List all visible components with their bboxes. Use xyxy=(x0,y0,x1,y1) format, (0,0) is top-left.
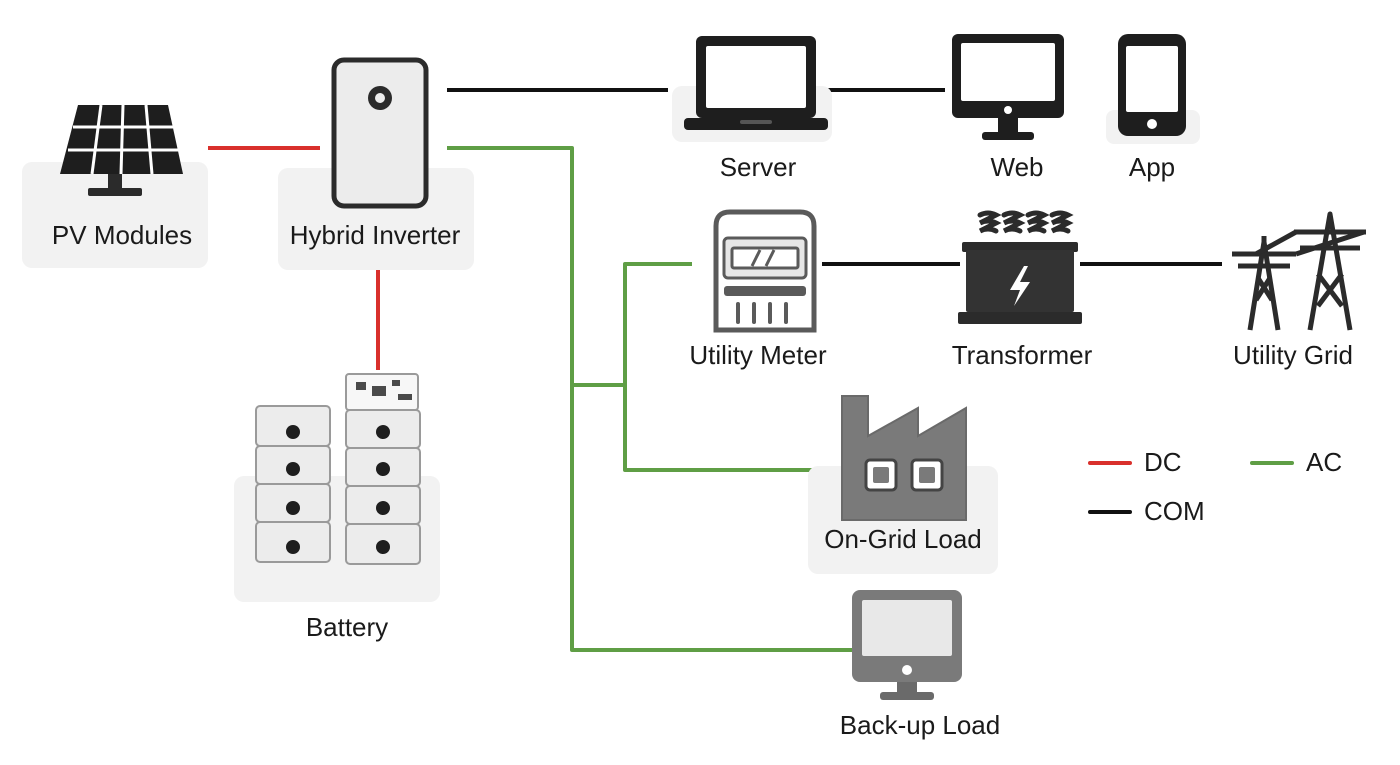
inverter-icon xyxy=(331,57,429,209)
power-tower-icon xyxy=(1232,211,1366,331)
label-transformer: Transformer xyxy=(951,340,1093,370)
legend-ac-label: AC xyxy=(1306,447,1343,477)
display-icon xyxy=(852,590,962,700)
wire-ac-inverter-backup xyxy=(447,146,858,652)
factory-icon xyxy=(841,395,967,521)
legend-dc: DC xyxy=(1088,447,1182,478)
legend-com: COM xyxy=(1088,496,1205,527)
label-back-up-load: Back-up Load xyxy=(839,710,1001,740)
label-server: Server xyxy=(719,152,797,182)
legend-com-label: COM xyxy=(1144,496,1205,526)
label-battery: Battery xyxy=(305,612,389,642)
label-hybrid-inverter: Hybrid Inverter xyxy=(289,220,461,250)
smartphone-icon xyxy=(1118,34,1186,136)
label-web: Web xyxy=(990,152,1044,182)
label-pv-modules: PV Modules xyxy=(51,220,193,250)
legend-ac: AC xyxy=(1250,447,1342,478)
monitor-icon xyxy=(952,34,1064,140)
label-on-grid-load: On-Grid Load xyxy=(824,524,982,554)
legend-com-swatch xyxy=(1088,509,1132,514)
battery-stack-icon xyxy=(255,373,421,565)
legend-dc-label: DC xyxy=(1144,447,1182,477)
label-utility-meter: Utility Meter xyxy=(689,340,827,370)
legend-ac-swatch xyxy=(1250,460,1294,465)
electric-meter-icon xyxy=(713,209,817,333)
label-app: App xyxy=(1128,152,1176,182)
label-utility-grid: Utility Grid xyxy=(1233,340,1353,370)
legend-dc-swatch xyxy=(1088,460,1132,465)
laptop-icon xyxy=(684,36,828,130)
solar-panel-icon xyxy=(60,104,183,196)
wire-ac-meter-ongrid xyxy=(623,262,838,472)
transformer-icon xyxy=(958,210,1082,324)
